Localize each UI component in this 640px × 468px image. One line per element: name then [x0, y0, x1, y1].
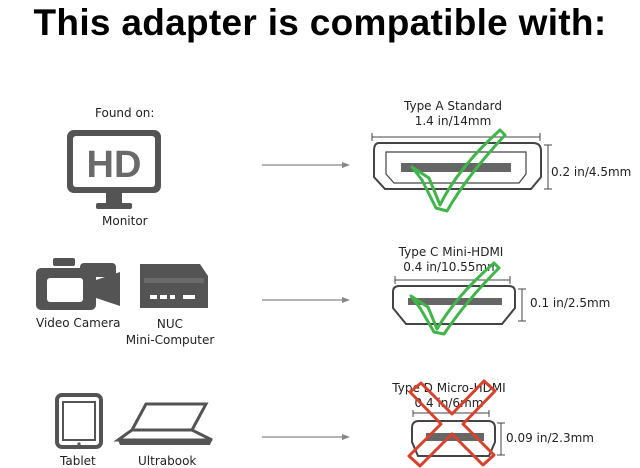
type-a-name: Type A Standard	[404, 99, 502, 113]
arrow-type-c	[262, 297, 350, 303]
type-d-height: 0.09 in/2.3mm	[506, 431, 594, 445]
found-on-label: Found on:	[95, 106, 155, 120]
nuc-label-line2: Mini-Computer	[125, 333, 215, 347]
ultrabook-icon	[113, 402, 213, 445]
hd-text: HD	[87, 144, 142, 186]
ultrabook-label: Ultrabook	[138, 454, 197, 468]
nuc-label-line1: NUC	[156, 317, 184, 331]
type-c-width: 0.4 in/10.55mm	[403, 260, 499, 274]
type-c-name: Type C Mini-HDMI	[398, 245, 504, 259]
type-d-connector-icon	[411, 410, 505, 457]
arrow-type-d	[262, 434, 350, 440]
type-a-height: 0.2 in/4.5mm	[551, 165, 632, 179]
type-c-height: 0.1 in/2.5mm	[530, 296, 611, 310]
cross-mark-icon	[407, 379, 497, 468]
headline: This adapter is compatible with:	[33, 2, 607, 43]
type-a-labels: Type A Standard 1.4 in/14mm	[388, 99, 518, 129]
video-camera-icon	[36, 258, 120, 310]
nuc-icon	[140, 264, 208, 308]
type-a-connector-icon	[371, 133, 552, 190]
arrow-type-a	[262, 162, 350, 168]
monitor-label: Monitor	[102, 214, 148, 228]
check-mark-icon	[409, 261, 501, 336]
nuc-label: NUC Mini-Computer	[120, 316, 220, 348]
tablet-icon	[55, 393, 103, 449]
monitor-icon: HD	[67, 130, 161, 209]
check-mark-icon	[410, 128, 507, 213]
type-a-width: 1.4 in/14mm	[414, 114, 492, 128]
video-camera-label: Video Camera	[36, 316, 121, 330]
type-c-labels: Type C Mini-HDMI 0.4 in/10.55mm	[386, 245, 516, 275]
tablet-label: Tablet	[60, 454, 96, 468]
